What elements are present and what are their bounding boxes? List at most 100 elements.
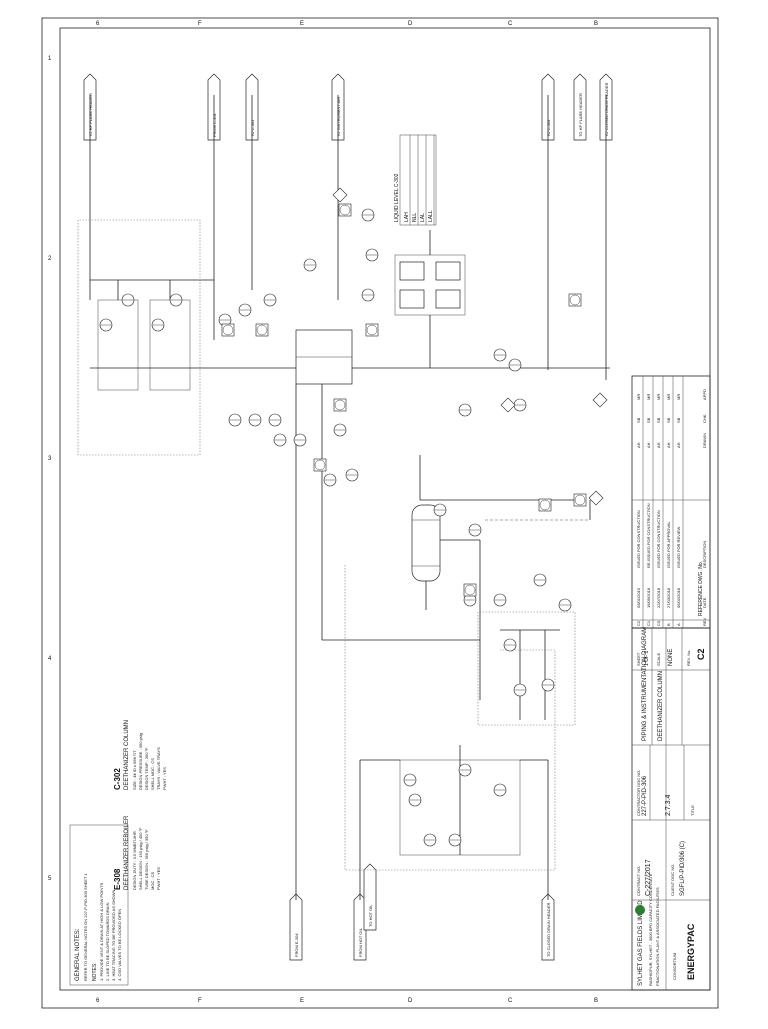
instrument-dcs-box [255, 323, 269, 337]
revision-header-cell: REV [702, 617, 707, 626]
instrument-dcs-box [221, 323, 235, 337]
sheet-border-inner [59, 27, 711, 991]
revision-header-cell: CHK [702, 414, 707, 423]
consortium-label: CONSORTIUM [672, 953, 677, 980]
scale-label: SCALE [656, 653, 661, 666]
revision-cell: MR [656, 394, 661, 400]
revision-cell: C0 [656, 620, 661, 626]
contract-no-label: CONTRACT NO. [636, 866, 641, 896]
offpage-connector-label: TO CLOSED DRAIN HEADER [604, 83, 609, 137]
offpage-connector-label: TO INSTRUMENT AIR [336, 97, 341, 137]
offpage-connector-label: TO HOT OIL [368, 904, 373, 927]
revision-header-cell: APPD [702, 389, 707, 400]
column-name: DEETHANIZER COLUMN [124, 720, 130, 790]
revision-cell: B [666, 623, 671, 626]
revision-cell: AH [656, 442, 661, 448]
revision-cell: 03/01/2019 [636, 587, 641, 608]
project-line-1: RASHIDPUR, SYLHET - 3000 BPD CAPACITY CO… [648, 873, 653, 986]
revision-cell: RE-ISSUED FOR CONSTRUCTION [646, 503, 651, 568]
company-name: SYLHET GAS FIELDS LIMITED [638, 900, 644, 986]
grid-bottom-label: C [508, 998, 513, 1004]
notes-ref: REFER TO GENERAL NOTES ON 227-P-PID-300 … [83, 873, 88, 981]
instrument-dcs-box [568, 293, 582, 307]
grid-top-label: D [408, 21, 413, 27]
instrument-dcs-box [573, 493, 587, 507]
note-item: 4. CSO VALVES TO BE LOCKED OPEN [117, 909, 122, 981]
reboiler-tag: E-308 [113, 868, 122, 890]
notes-block: GENERAL NOTES: REFER TO GENERAL NOTES ON… [69, 824, 129, 986]
offpage-connector-label: TO C-304 [546, 119, 551, 137]
level-table-title: LIQUID LEVEL C-302 [394, 173, 400, 222]
contractor-logo-text: ENERGYPAC [686, 923, 696, 980]
revision-cell: SB [666, 417, 671, 423]
grid-top-label: E [300, 21, 304, 27]
offpage-connector[interactable]: FROM HOT OIL [353, 893, 367, 961]
revision-cell: AH [666, 442, 671, 448]
revision-cell: ISSUED FOR CONSTRUCTION [656, 510, 661, 568]
grid-side-label: 1 [48, 56, 52, 62]
spec-line: SHELL MOC : CS [150, 758, 155, 790]
revision-cell: AH [636, 442, 641, 448]
instrument-dcs-box [313, 458, 327, 472]
offpage-connector-label: FROM E-304 [294, 933, 299, 957]
instrument-dcs-box [463, 583, 477, 597]
offpage-connector[interactable]: TO CLOSED DRAIN HEADER [541, 893, 555, 961]
offpage-connector[interactable]: TO HOT OIL [363, 863, 377, 931]
offpage-connector-label: FROM HOT OIL [358, 927, 363, 957]
offpage-connector-label: TO HP FLARE HEADER [578, 93, 583, 137]
revision-cell: A [676, 623, 681, 626]
project-line-2: FRACTIONATION PLANT & ASSOCIATED FACILIT… [655, 887, 660, 986]
process-lines [77, 95, 610, 900]
revision-cell: SB [636, 417, 641, 423]
revision-cell: MR [666, 394, 671, 400]
offpage-connector[interactable]: TO HP FLARE HEADER [573, 73, 587, 141]
revision-cell: MR [636, 394, 641, 400]
revision-cell: SB [676, 417, 681, 423]
contract-no: C-227/2017 [645, 859, 652, 896]
sheet-border-outer [41, 17, 719, 1009]
revision-cell: 06/02/2018 [676, 587, 681, 608]
grid-bottom-label: 6 [96, 998, 100, 1004]
offpage-connector-label: TO CLOSED DRAIN HEADER [546, 903, 551, 957]
doc-no: 227-P-PID-306 [642, 775, 648, 816]
spec-line: DESIGN PRESSURE : 350 psig [138, 733, 143, 790]
level-row-label: NLL [412, 213, 418, 222]
reboiler-spec-block: E-308 DEETHANIZER REBOILER DESIGN DUTY :… [113, 815, 161, 890]
revision-cell: ISSUED FOR APPROVAL [666, 521, 671, 568]
revision-cell: ISSUED FOR REVIEW [676, 526, 681, 568]
drawing-title-1: PIPING & INSTRUMENTATION DIAGRAM [642, 627, 648, 741]
instrument-dcs-box [365, 323, 379, 337]
reference-block: REFERENCE DWG. No. [631, 499, 711, 621]
offpage-connector-label: TO C-301 [250, 119, 255, 137]
instrument-dcs-box [338, 203, 352, 217]
level-row-label: LALL [428, 210, 434, 222]
instrument-bubbles [99, 187, 608, 847]
revision-cell: SB [646, 417, 651, 423]
revision-cell: 16/09/2018 [646, 587, 651, 608]
grid-top-label: C [508, 21, 513, 27]
revision-cell: C2 [636, 620, 641, 626]
reboiler-e308 [411, 504, 441, 582]
revision-cell: AH [676, 442, 681, 448]
reference-label: REFERENCE DWG. No. [698, 561, 704, 616]
title-label: TITLE [690, 805, 695, 816]
instrument-dcs-box [538, 498, 552, 512]
grid-side-label: 5 [48, 876, 52, 882]
revision-cell: MR [676, 394, 681, 400]
offpage-connector[interactable]: FROM E-304 [289, 893, 303, 961]
offpage-connectors-bottom: FROM E-304 FROM HOT OIL TO HOT OIL TO CLOSE… [289, 863, 555, 961]
grid-bottom-label: B [594, 998, 598, 1004]
revision-cell: MR [646, 394, 651, 400]
note-item: 2. LINE TO BE SLOPED TOWARDS DRAIN [105, 902, 110, 981]
grid-top-label: 6 [96, 21, 100, 27]
title-block: SYLHET GAS FIELDS LIMITED RASHIDPUR, SYL… [631, 627, 711, 991]
client-doc-no: SGFL/P-PID/306 (C) [680, 841, 686, 896]
grid-top-label: F [198, 21, 202, 27]
revision-cell: 27/03/2018 [666, 587, 671, 608]
